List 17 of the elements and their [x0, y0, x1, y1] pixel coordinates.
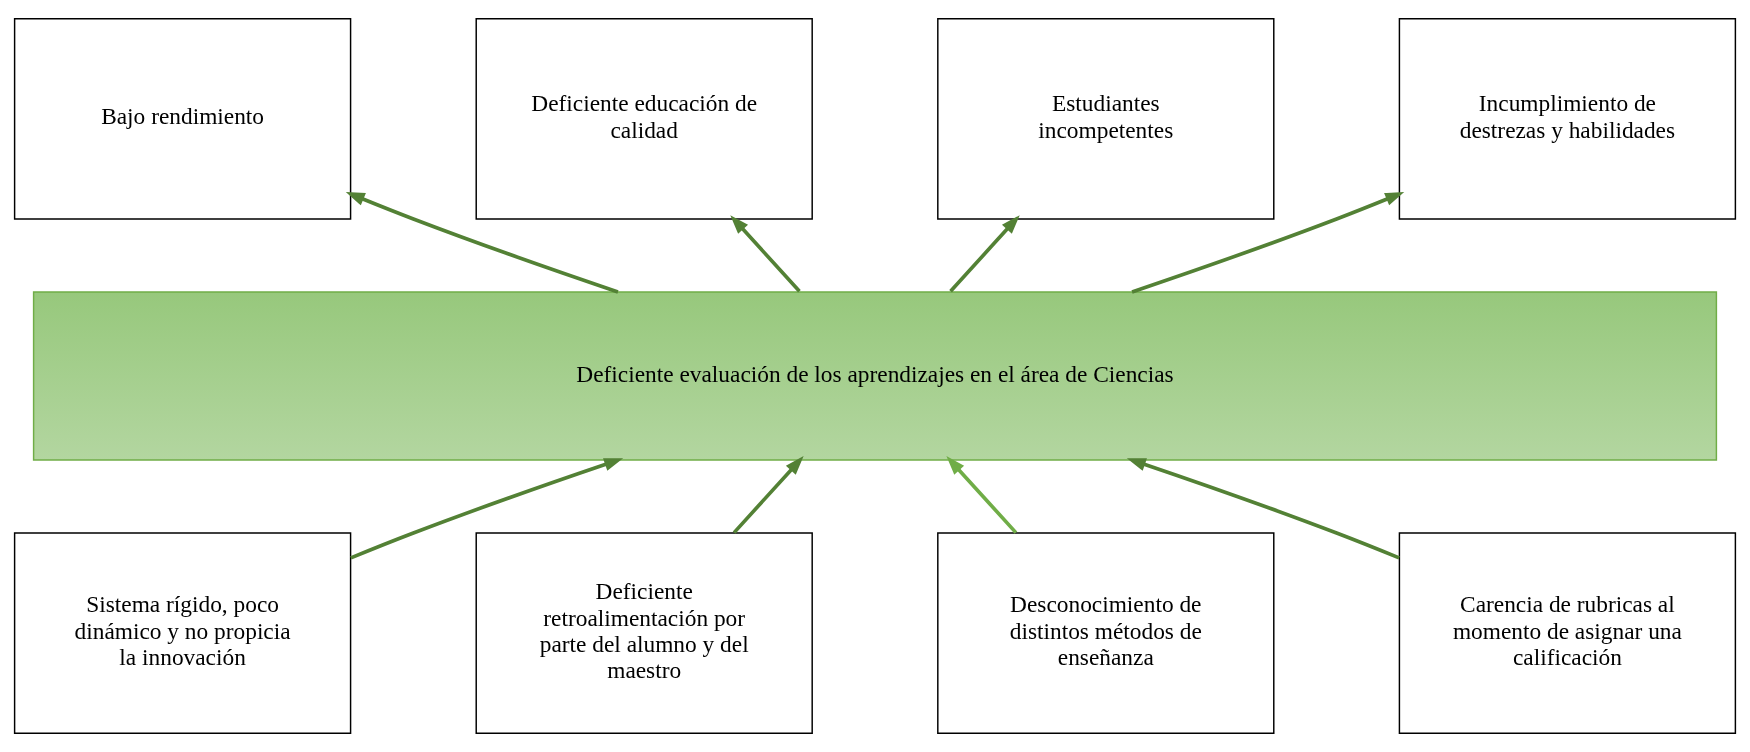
arrow [1126, 458, 1400, 560]
node-box: Sistema rígido, poco dinámico y no propicia la innovación [13, 532, 352, 734]
arrow [732, 456, 804, 534]
node-box: Deficiente evaluación de los aprendizajes en el área de Ciencias [32, 291, 1718, 461]
node-box: Carencia de rubricas al momento de asignar una calificación [1398, 532, 1737, 734]
node-box: Desconocimiento de distintos métodos de enseñanza [937, 532, 1275, 734]
arrow [730, 215, 801, 293]
arrow [949, 215, 1020, 293]
node-box: Deficiente retroalimentación por parte del alumno y del maestro [475, 532, 813, 734]
arrow [350, 458, 624, 560]
node-box: Deficiente educación de calidad [475, 18, 813, 220]
arrow [946, 456, 1018, 534]
node-box: Estudiantes incompetentes [937, 18, 1275, 220]
arrow [345, 192, 619, 294]
node-box: Incumplimiento de destrezas y habilidades [1398, 18, 1737, 220]
node-box: Bajo rendimiento [13, 18, 352, 220]
arrow [1131, 192, 1405, 294]
